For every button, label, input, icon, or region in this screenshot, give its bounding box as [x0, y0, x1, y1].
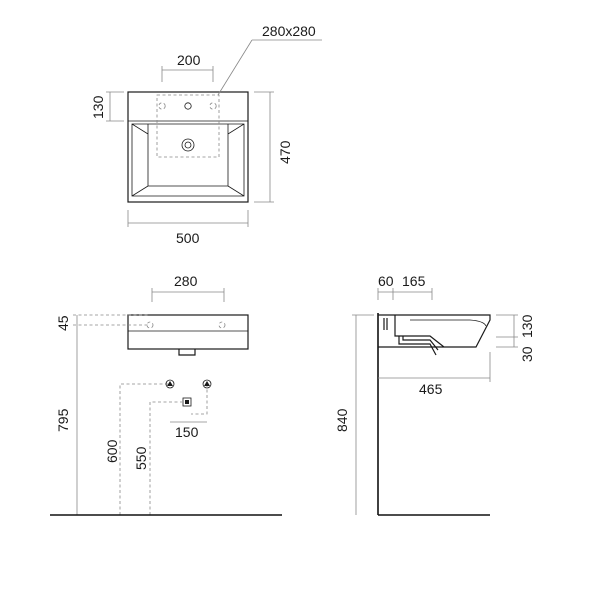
front-view: 280 45 795 150 600: [50, 273, 282, 516]
dim-45: 45: [55, 315, 71, 331]
dim-165: 165: [402, 273, 426, 289]
bowl-inner-top: [131, 123, 245, 197]
basin-outline-front: [127, 314, 249, 350]
tap-hole-left: [158, 102, 166, 110]
dim-600: 600: [104, 439, 120, 463]
dim-150: 150: [175, 424, 199, 440]
waste-outlet-front: [178, 349, 196, 356]
dim-30: 30: [519, 346, 535, 362]
waste-trap: [383, 318, 439, 356]
drain-outer: [181, 138, 195, 152]
dim-465: 465: [419, 381, 443, 397]
basin-section: [378, 314, 491, 348]
dim-280x280: 280x280: [262, 23, 316, 39]
supply-route: [119, 383, 208, 515]
basin-outline-top: [127, 91, 249, 203]
supply-valve-right: [202, 379, 212, 389]
drain-inner: [184, 141, 192, 149]
dim-470: 470: [277, 140, 293, 164]
dim-130-side: 130: [519, 314, 535, 338]
waste-connection: [182, 397, 192, 407]
dim-280: 280: [174, 273, 198, 289]
top-view: 280x280 200 130 470 500: [90, 23, 322, 246]
dim-500: 500: [176, 230, 200, 246]
tap-zone-dashed: [156, 94, 220, 158]
tap-hole-right: [209, 102, 217, 110]
tap-hole-center: [184, 102, 192, 110]
basin-bowl-curve: [410, 319, 487, 327]
dim-840: 840: [334, 408, 350, 432]
dim-795: 795: [55, 408, 71, 432]
tap-hole-front-left: [146, 321, 154, 329]
dim-200: 200: [177, 52, 201, 68]
side-view: 60 165 30 130 465 840: [334, 273, 535, 516]
dim-130-top: 130: [90, 95, 106, 119]
dim-550: 550: [133, 446, 149, 470]
tap-hole-front-right: [218, 321, 226, 329]
dim-60: 60: [378, 273, 394, 289]
supply-valve-left: [165, 379, 175, 389]
leader-280x280: [217, 39, 253, 96]
